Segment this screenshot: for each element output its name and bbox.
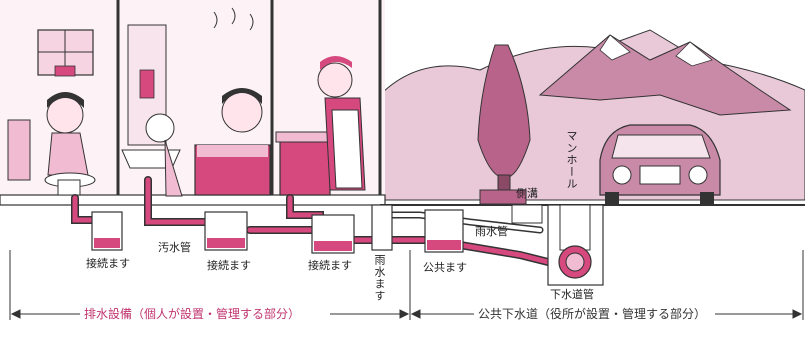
car: [599, 124, 721, 204]
caption-public-section: 公共下水道（役所が設置・管理する部分）: [478, 307, 707, 321]
section-dimension-lines: [9, 250, 804, 320]
bath-room: [121, 7, 271, 197]
label-manhole: マンホール: [565, 130, 578, 190]
label-connection-box-2: 接続ます: [207, 259, 251, 272]
caption-private-section: 排水設備（個人が設置・管理する部分）: [84, 307, 301, 321]
label-sewer-main: 下水道管: [550, 288, 594, 301]
manhole: [547, 204, 604, 286]
label-side-ditch: 側溝: [516, 187, 538, 200]
label-public-box: 公共ます: [423, 261, 467, 274]
label-connection-box-3: 接続ます: [308, 259, 352, 272]
toilet-room: [7, 29, 96, 196]
label-sewage-pipe: 汚水管: [158, 241, 191, 254]
kitchen: [275, 56, 366, 196]
label-rain-box: 雨水ます: [373, 254, 386, 302]
label-rain-pipe: 雨水管: [475, 225, 508, 238]
tree: [477, 44, 531, 205]
label-connection-box-1: 接続ます: [86, 257, 130, 270]
drain-boxes: [91, 204, 464, 254]
